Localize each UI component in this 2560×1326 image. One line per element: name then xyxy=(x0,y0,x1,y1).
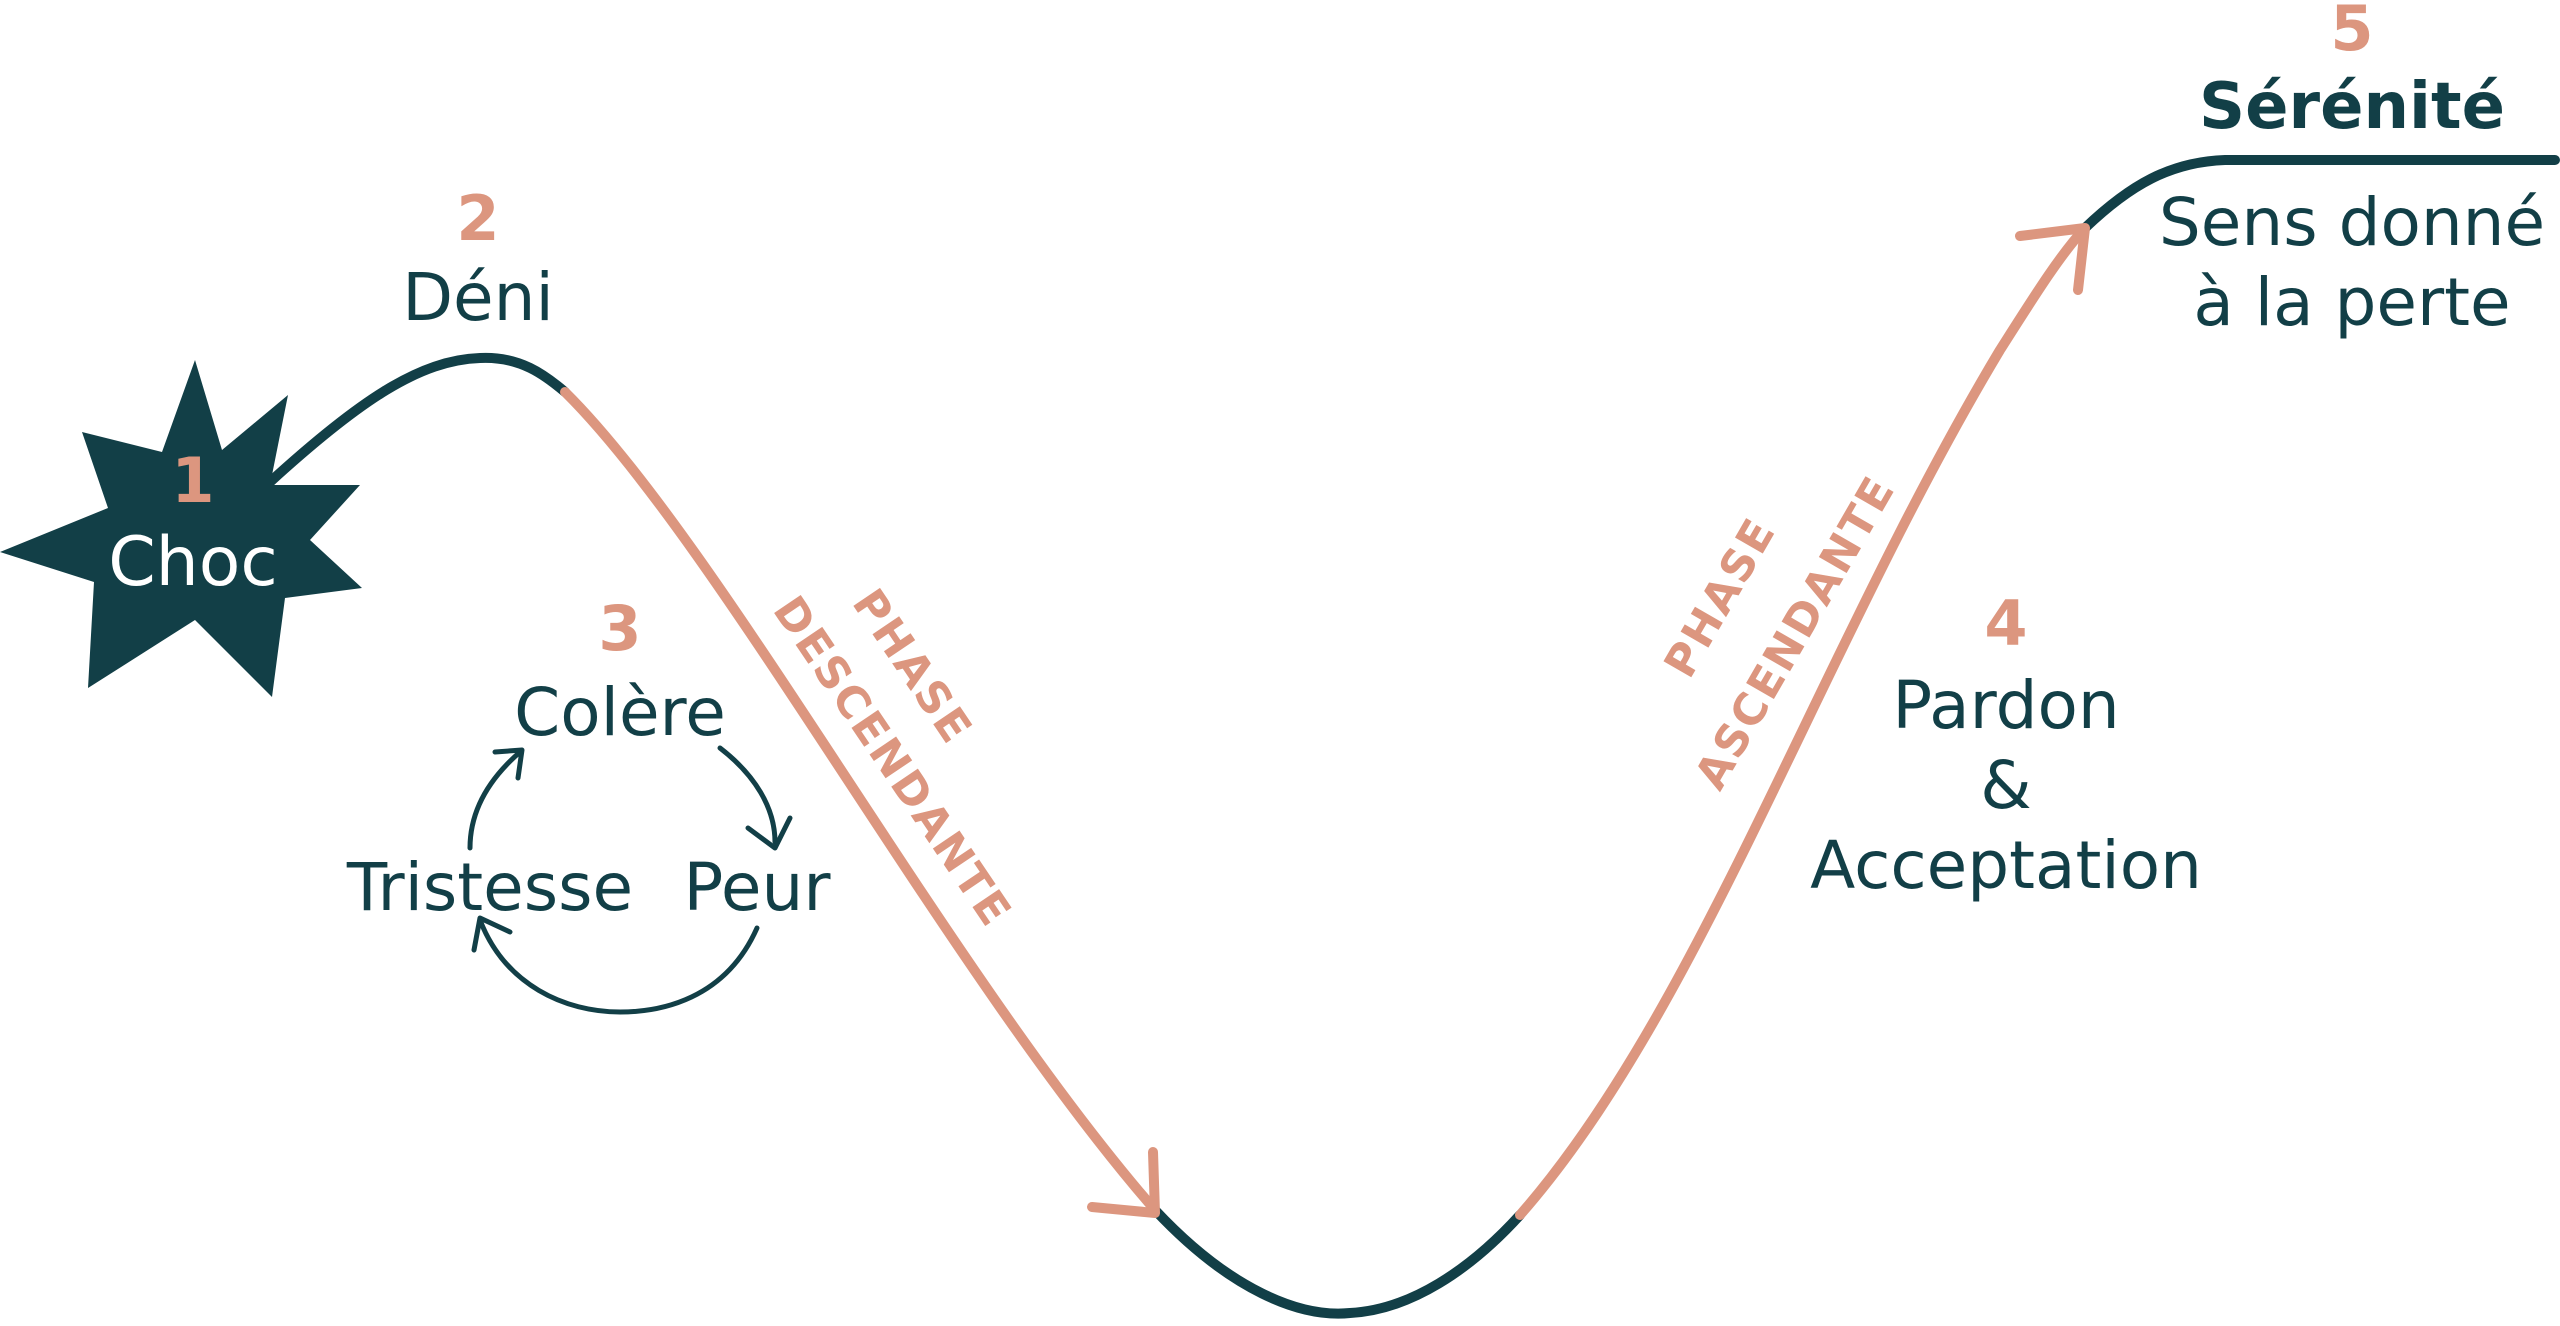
curve-segment-descending xyxy=(560,387,1160,1215)
stage-5-number: 5 xyxy=(2330,0,2373,65)
emotion-tristesse: Tristesse xyxy=(346,849,633,926)
stage-5-line2: à la perte xyxy=(2193,264,2510,341)
stage-5-line1: Sens donné xyxy=(2159,184,2545,261)
descending-arrow-head xyxy=(1087,1147,1160,1218)
cycle-arrow-peur-to-tristesse-head xyxy=(471,915,513,953)
stage-4-line1: Pardon xyxy=(1892,667,2119,744)
emotion-peur: Peur xyxy=(683,849,831,926)
emotion-colere: Colère xyxy=(514,674,726,751)
stage-2-label: Déni xyxy=(402,259,554,336)
cycle-arrow-tristesse-to-colere-head xyxy=(492,747,525,781)
curve-segment-trough xyxy=(1150,1205,1525,1319)
stage-1-label: Choc xyxy=(108,523,278,602)
cycle-arrow-colere-to-peur-head xyxy=(745,815,793,851)
cycle-arrow-tristesse-to-colere xyxy=(467,749,523,851)
stage-1-number: 1 xyxy=(171,444,214,517)
stage-3-number: 3 xyxy=(598,592,641,665)
cycle-arrow-colere-to-peur xyxy=(717,745,778,845)
curve-segment-ascending xyxy=(1515,223,2090,1220)
curve-segment-serenity xyxy=(2080,155,2560,233)
ascending-arrow-head xyxy=(2015,223,2090,295)
cycle-arrow-peur-to-tristesse xyxy=(477,917,760,1015)
stage-4-line2: & xyxy=(1980,747,2031,824)
stage-5-title: Sérénité xyxy=(2199,70,2505,144)
stage-2-number: 2 xyxy=(456,182,499,255)
curve-segment-denial xyxy=(265,352,570,487)
shock-star-shape xyxy=(0,360,362,697)
stage-4-line3: Acceptation xyxy=(1810,827,2202,904)
stage-4-number: 4 xyxy=(1984,587,2027,660)
